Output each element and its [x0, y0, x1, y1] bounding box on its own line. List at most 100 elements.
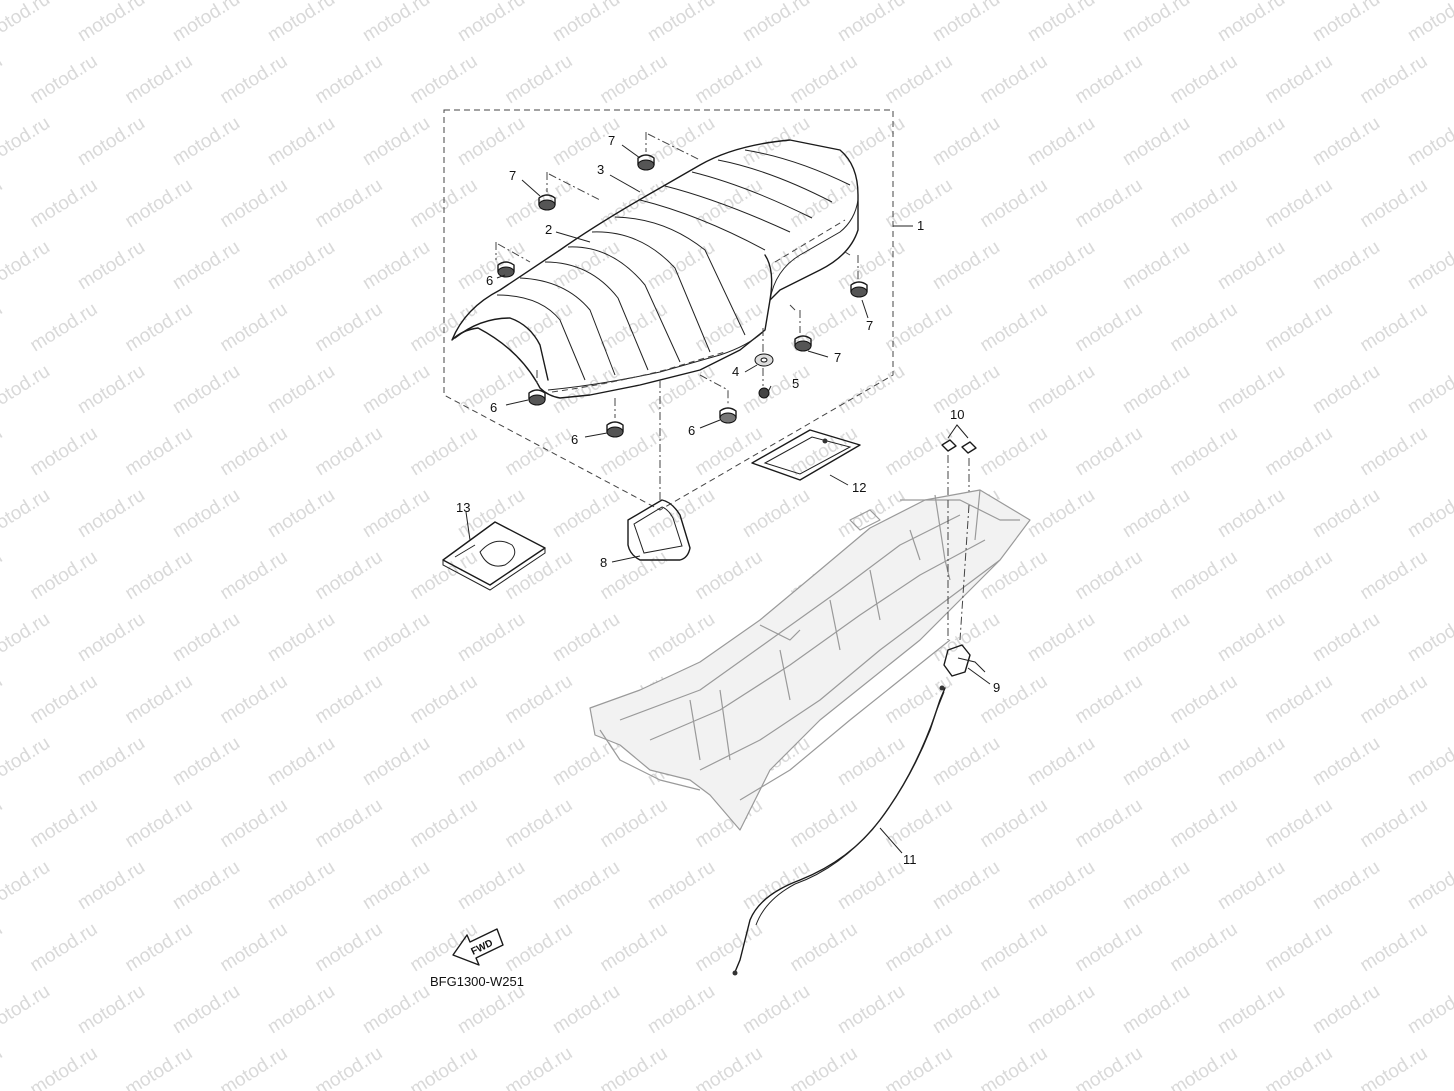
watermark-text: motod.ru: [1167, 1043, 1242, 1091]
watermark-text: motod.ru: [217, 423, 292, 481]
watermark-text: motod.ru: [692, 1043, 767, 1091]
watermark-text: motod.ru: [1357, 547, 1432, 605]
watermark-text: motod.ru: [1309, 113, 1384, 171]
watermark-text: motod.ru: [929, 733, 1004, 791]
callout-6-left-top: 6: [486, 273, 493, 288]
watermark-text: motod.ru: [1072, 175, 1147, 233]
watermark-text: motod.ru: [1309, 857, 1384, 915]
watermark-text: motod.ru: [1357, 51, 1432, 109]
watermark-text: motod.ru: [549, 981, 624, 1039]
watermark-text: motod.ru: [74, 0, 149, 46]
watermark-text: motod.ru: [264, 113, 339, 171]
callout-7-right-lower: 7: [834, 350, 841, 365]
callout-2: 2: [545, 222, 552, 237]
watermark-text: motod.ru: [359, 733, 434, 791]
watermark-text: motod.ru: [1072, 795, 1147, 853]
watermark-text: motod.ru: [407, 1043, 482, 1091]
watermark-text: motod.ru: [787, 795, 862, 853]
watermark-text: motod.ru: [1309, 485, 1384, 543]
watermark-text: motod.ru: [1024, 981, 1099, 1039]
watermark-text: motod.ru: [834, 361, 909, 419]
watermark-text: motod.ru: [74, 113, 149, 171]
watermark-text: motod.ru: [217, 1043, 292, 1091]
watermark-text: motod.ru: [264, 0, 339, 46]
watermark-text: motod.ru: [692, 423, 767, 481]
watermark-text: motod.ru: [74, 237, 149, 295]
watermark-text: motod.ru: [169, 0, 244, 46]
watermark-text: motod.ru: [739, 485, 814, 543]
nut-5: [758, 387, 770, 399]
watermark-text: motod.ru: [0, 237, 54, 295]
watermark-text: motod.ru: [1309, 237, 1384, 295]
watermark-text: motod.ru: [122, 51, 197, 109]
watermark-text: motod.ru: [1119, 0, 1194, 46]
watermark-text: motod.ru: [1072, 423, 1147, 481]
watermark-text: motod.ru: [1309, 361, 1384, 419]
watermark-text: motod.ru: [0, 547, 6, 605]
watermark-text: motod.ru: [1214, 485, 1289, 543]
watermark-text: motod.ru: [312, 547, 387, 605]
watermark-text: motod.ru: [0, 981, 54, 1039]
watermark-text: motod.ru: [1214, 609, 1289, 667]
watermark-text: motod.ru: [0, 1043, 6, 1091]
watermark-text: motod.ru: [169, 609, 244, 667]
watermark-text: motod.ru: [787, 919, 862, 977]
watermark-text: motod.ru: [692, 547, 767, 605]
watermark-text: motod.ru: [1072, 919, 1147, 977]
damper-7-right: [850, 281, 868, 298]
watermark-text: motod.ru: [169, 733, 244, 791]
watermark-text: motod.ru: [1262, 51, 1337, 109]
watermark-text: motod.ru: [597, 299, 672, 357]
damper-7-left: [538, 194, 556, 211]
watermark-text: motod.ru: [1167, 919, 1242, 977]
callout-7-top: 7: [608, 133, 615, 148]
watermark-text: motod.ru: [787, 1043, 862, 1091]
bolts-10: [941, 439, 977, 505]
watermark-text: motod.ru: [312, 423, 387, 481]
watermark-text: motod.ru: [27, 299, 102, 357]
watermark-text: motod.ru: [122, 919, 197, 977]
watermark-text: motod.ru: [264, 733, 339, 791]
watermark-text: motod.ru: [1167, 547, 1242, 605]
watermark-text: motod.ru: [1262, 795, 1337, 853]
watermark-text: motod.ru: [1357, 795, 1432, 853]
watermark-text: motod.ru: [27, 423, 102, 481]
watermark-text: motod.ru: [834, 981, 909, 1039]
watermark-text: motod.ru: [882, 51, 957, 109]
watermark-text: motod.ru: [1167, 175, 1242, 233]
watermark-text: motod.ru: [1404, 609, 1454, 667]
watermark-text: motod.ru: [644, 485, 719, 543]
watermark-text: motod.ru: [454, 0, 529, 46]
watermark-text: motod.ru: [502, 547, 577, 605]
watermark-text: motod.ru: [217, 919, 292, 977]
watermark-text: motod.ru: [1024, 237, 1099, 295]
watermark-text: motod.ru: [0, 113, 54, 171]
watermark-text: motod.ru: [169, 485, 244, 543]
watermark-text: motod.ru: [1119, 237, 1194, 295]
watermark-text: motod.ru: [1119, 857, 1194, 915]
watermark-text: motod.ru: [312, 51, 387, 109]
watermark-text: motod.ru: [1309, 981, 1384, 1039]
watermark-text: motod.ru: [1214, 361, 1289, 419]
watermark-text: motod.ru: [1167, 51, 1242, 109]
watermark-text: motod.ru: [834, 0, 909, 46]
watermark-text: motod.ru: [692, 919, 767, 977]
watermark-text: motod.ru: [454, 113, 529, 171]
watermark-text: motod.ru: [929, 981, 1004, 1039]
watermark-text: motod.ru: [834, 857, 909, 915]
watermark-text: motod.ru: [359, 237, 434, 295]
watermark-text: motod.ru: [1072, 51, 1147, 109]
watermark-text: motod.ru: [169, 857, 244, 915]
watermark-text: motod.ru: [169, 361, 244, 419]
watermark-text: motod.ru: [977, 919, 1052, 977]
seat-lock-9: [943, 644, 986, 677]
watermark-text: motod.ru: [264, 361, 339, 419]
watermark-text: motod.ru: [787, 51, 862, 109]
watermark-text: motod.ru: [977, 795, 1052, 853]
watermark-text: motod.ru: [502, 795, 577, 853]
watermark-text: motod.ru: [122, 1043, 197, 1091]
watermark-text: motod.ru: [122, 299, 197, 357]
callout-labels: 1 2 3 7 7 6 4 5 7 7 6 6 6 10 12 13 8 9 1…: [456, 133, 1000, 867]
